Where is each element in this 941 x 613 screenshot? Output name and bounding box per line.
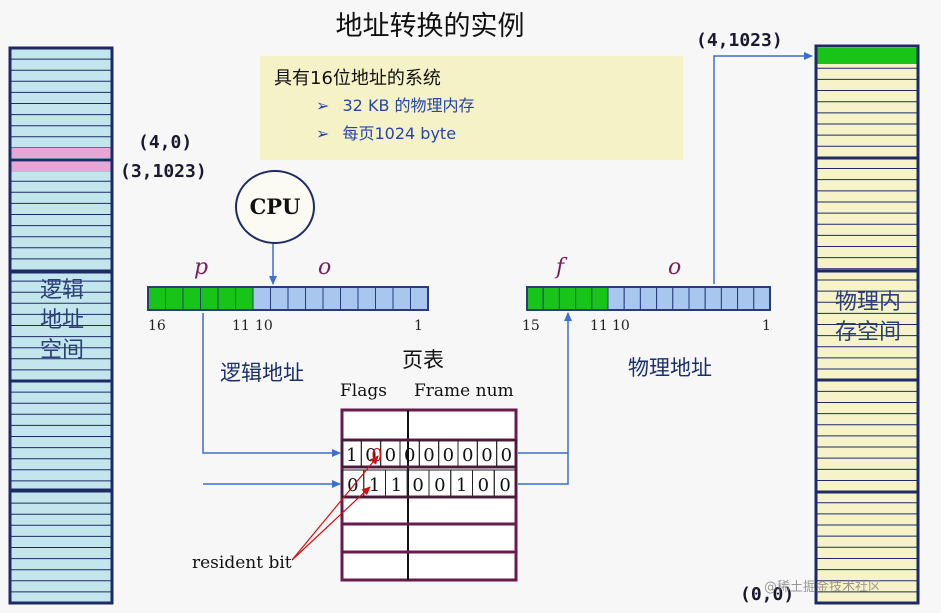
- logical-space-label: 逻辑 地址 空间: [39, 278, 84, 363]
- page-table-row-1-cell: [496, 439, 517, 468]
- bullet-icon: ➢: [316, 124, 330, 143]
- page-table-row-2-bit: 0: [434, 475, 445, 496]
- page-table-row-2-bit: 0: [478, 475, 489, 496]
- logical-page-3-last-row: [11, 148, 111, 158]
- bit-11-label: 11: [232, 318, 250, 334]
- page-table-row-2-bit: 1: [369, 475, 380, 496]
- logical-bit-cell: [147, 286, 166, 311]
- phys-bit-10-label: 10: [612, 318, 630, 334]
- logical-bit-cell: [252, 286, 271, 311]
- page-index-arrow: [202, 313, 341, 457]
- logical-bit-cell: [182, 286, 201, 311]
- logical-page-4-first-row: [11, 162, 111, 172]
- page-table-row-2-bit: 1: [391, 475, 402, 496]
- physical-bit-cell: [688, 286, 706, 311]
- logical-bit-cell: [165, 286, 184, 311]
- page-table-grid: 100000000011001000: [340, 408, 518, 582]
- page-number-label: p: [194, 255, 209, 280]
- physical-bit-cell: [672, 286, 690, 311]
- phys-bit-11-label: 11: [590, 318, 608, 334]
- page-table-row-1-bit: 0: [462, 445, 473, 466]
- page-table-row-1-bit: 0: [385, 445, 396, 466]
- offset-label: o: [318, 255, 332, 280]
- physical-bit-cell: [753, 286, 771, 311]
- logical-register-border: [147, 286, 429, 311]
- resident-bit-label: resident bit: [192, 553, 292, 573]
- physical-bit-cell: [591, 286, 609, 311]
- physical-address-register: [526, 286, 771, 311]
- logical-address-register: [147, 286, 429, 311]
- physical-address-4-1023-label: (4,1023): [696, 30, 783, 51]
- page-table-row-1-bit: 0: [404, 445, 415, 466]
- logical-bit-cell: [287, 286, 306, 311]
- phys-bit-1-label: 1: [762, 318, 771, 334]
- watermark: @稀土掘金技术社区: [764, 580, 882, 595]
- frame-number-label: f: [556, 255, 565, 280]
- physical-bit-cell: [737, 286, 755, 311]
- physical-bit-cell: [526, 286, 544, 311]
- physical-address-caption: 物理地址: [628, 356, 712, 380]
- logical-address-4-0-label: (4,0): [138, 132, 193, 153]
- page-table-row-1-bit: 0: [423, 445, 434, 466]
- flags-column-header: Flags: [340, 381, 387, 401]
- bit-15-label: 15: [522, 318, 540, 334]
- page-table-title: 页表: [402, 348, 444, 372]
- page-table-row-1-bit: 0: [443, 445, 454, 466]
- physical-bit-cell: [542, 286, 560, 311]
- note-item-page-size: 每页1024 byte: [342, 124, 457, 143]
- page-table-row-2-cell: [493, 469, 517, 498]
- physical-bit-cell: [639, 286, 658, 311]
- physical-bit-cell: [575, 286, 593, 311]
- system-note-box: 具有16位地址的系统 ➢ 32 KB 的物理内存 ➢ 每页1024 byte: [260, 56, 683, 160]
- physical-address-arrow: [713, 52, 813, 284]
- logical-bit-cell: [392, 286, 411, 311]
- physical-bit-cell: [656, 286, 674, 311]
- logical-address-3-1023-label: (3,1023): [120, 161, 207, 182]
- logical-bit-cell: [375, 286, 394, 311]
- note-heading: 具有16位地址的系统: [274, 68, 441, 89]
- resident-bit-arrow-1: [291, 455, 379, 561]
- physical-bit-cell: [720, 286, 739, 311]
- logical-bit-cell: [322, 286, 341, 311]
- page-title: 地址转换的实例: [335, 11, 525, 42]
- page-table-row-1-bit: 1: [346, 445, 357, 466]
- logical-bit-cell: [305, 286, 324, 311]
- logical-bit-cell: [410, 286, 429, 311]
- physical-register-border: [526, 286, 771, 311]
- physical-bit-cell: [704, 286, 722, 311]
- cpu-circle: CPU: [235, 170, 315, 244]
- physical-address-0-0-label: (0,0): [740, 584, 795, 605]
- bit-10-label: 10: [255, 318, 273, 334]
- physical-bit-cell: [623, 286, 641, 311]
- resident-bit-arrow-2: [291, 486, 371, 561]
- logical-bit-cell: [200, 286, 219, 311]
- flow-arrows: [202, 52, 813, 561]
- physical-offset-label: o: [668, 255, 682, 280]
- logical-bit-cell: [340, 286, 359, 311]
- physical-bit-cell: [558, 286, 577, 311]
- logical-memory-column: [8, 46, 114, 605]
- physical-bit-cell: [607, 286, 625, 311]
- logical-address-caption: 逻辑地址: [220, 361, 304, 385]
- physical-frame-4-top-row: [817, 48, 917, 64]
- page-table-row-2-bit: 0: [499, 475, 510, 496]
- note-item-memory: 32 KB 的物理内存: [342, 96, 475, 115]
- frame-num-column-header: Frame num: [414, 381, 514, 401]
- page-table-row-2-bit: 1: [456, 475, 467, 496]
- bit-16-label: 16: [148, 318, 166, 334]
- frame-out-arrow-2: [518, 312, 572, 485]
- page-table-row-1-bit: 0: [501, 445, 512, 466]
- page-table-row-2-bit: 0: [412, 475, 423, 496]
- logical-bit-cell: [235, 286, 254, 311]
- logical-bit-cell: [270, 286, 289, 311]
- logical-bit-cell: [357, 286, 376, 311]
- page-table-row-1-bit: 0: [481, 445, 492, 466]
- bit-1-label: 1: [414, 318, 423, 334]
- bullet-icon: ➢: [316, 96, 330, 115]
- logical-bit-cell: [217, 286, 236, 311]
- physical-memory-column: [814, 44, 920, 605]
- physical-space-label: 物理内 存空间: [834, 290, 901, 345]
